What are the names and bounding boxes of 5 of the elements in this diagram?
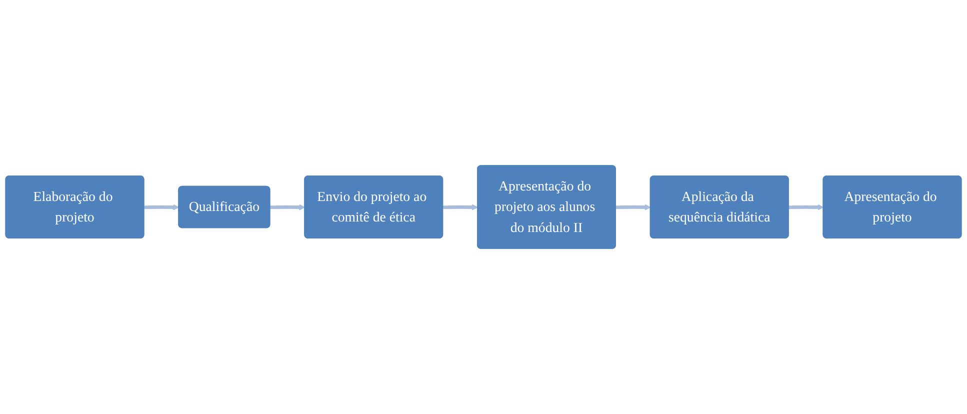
arrow bbox=[270, 204, 306, 210]
arrow bbox=[788, 204, 824, 210]
arrow bbox=[443, 204, 478, 210]
arrow bbox=[616, 204, 651, 210]
arrow bbox=[144, 204, 180, 210]
